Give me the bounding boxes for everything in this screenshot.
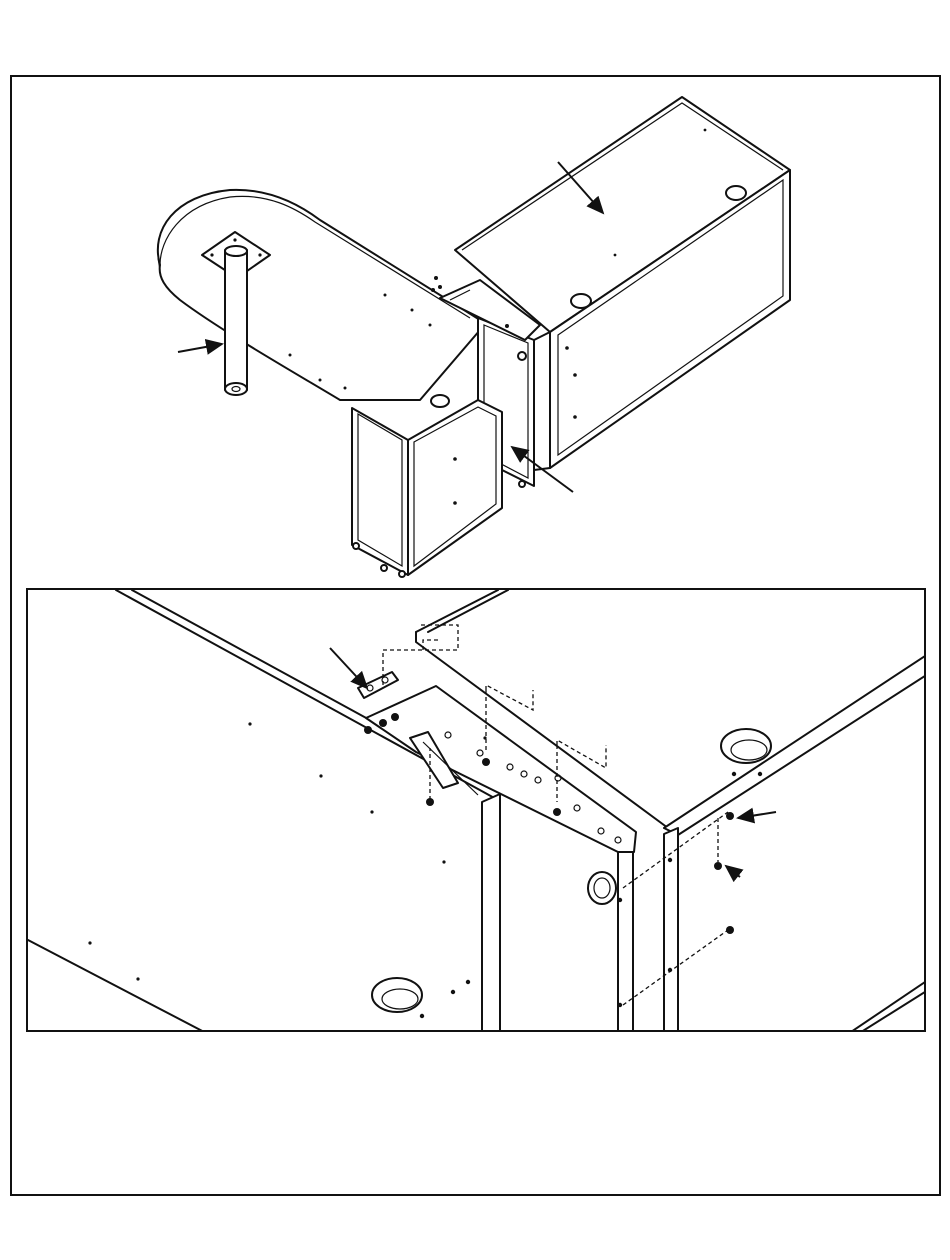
callout-arrow-leg (178, 344, 222, 352)
detail-frame (26, 588, 926, 1032)
callout-arrow-lower-screw (726, 866, 740, 877)
end-panel (352, 395, 502, 577)
detail-illustration (28, 590, 926, 1032)
callout-arrow-connector (330, 648, 367, 688)
callout-arrow-side-screw (738, 812, 776, 818)
lateral-cabinet-detail (372, 590, 926, 1032)
desk-surface (158, 190, 480, 400)
desk-surface-detail (28, 590, 498, 1032)
overview-illustration (0, 0, 950, 590)
